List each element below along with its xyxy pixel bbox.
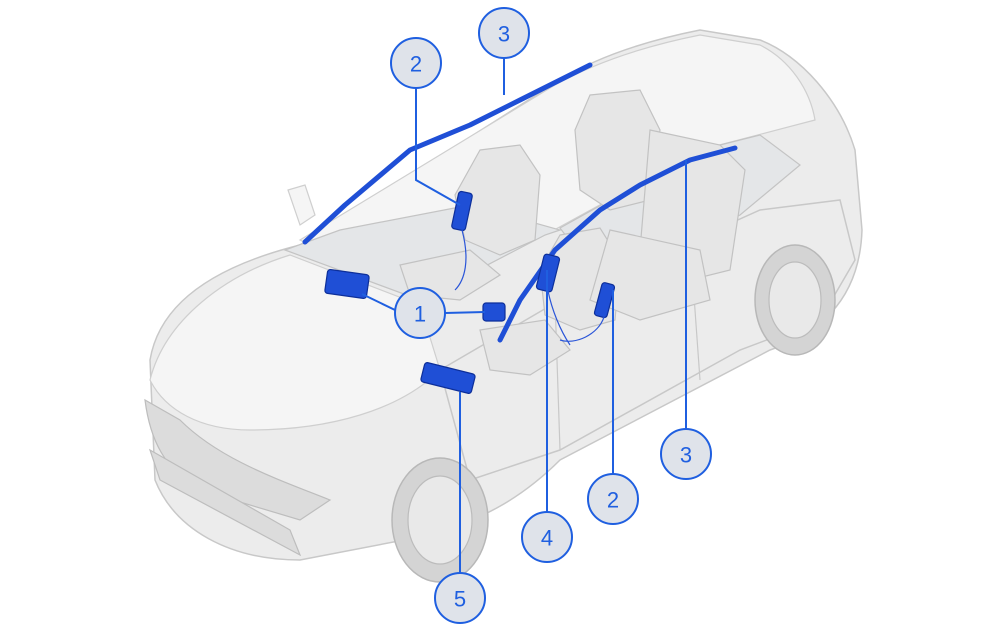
driver-front-airbag [482, 302, 506, 322]
passenger-front-airbag [324, 268, 370, 300]
rear-seat-side-airbag [593, 282, 616, 319]
curtain-airbag-left [302, 62, 593, 245]
leader-lines [361, 50, 687, 576]
curtain-airbag-right [497, 145, 738, 343]
callout-3-upper-label: 3 [498, 22, 510, 47]
airbag-components [302, 62, 738, 394]
callout-2-lower: 2 [587, 473, 639, 525]
callout-3-lower: 3 [660, 428, 712, 480]
front-seat-side-airbag [451, 190, 473, 232]
callout-2-lower-label: 2 [607, 488, 619, 513]
callout-4: 4 [521, 511, 573, 563]
callout-5-label: 5 [454, 587, 466, 612]
callout-1: 1 [394, 287, 446, 339]
callout-1-label: 1 [414, 302, 426, 327]
callout-3-lower-label: 3 [680, 443, 692, 468]
callout-2-upper-label: 2 [410, 52, 422, 77]
knee-airbag [420, 362, 476, 394]
callout-2-upper: 2 [390, 37, 442, 89]
callout-5: 5 [434, 572, 486, 624]
callout-3-upper: 3 [478, 7, 530, 59]
callout-4-label: 4 [541, 526, 553, 551]
